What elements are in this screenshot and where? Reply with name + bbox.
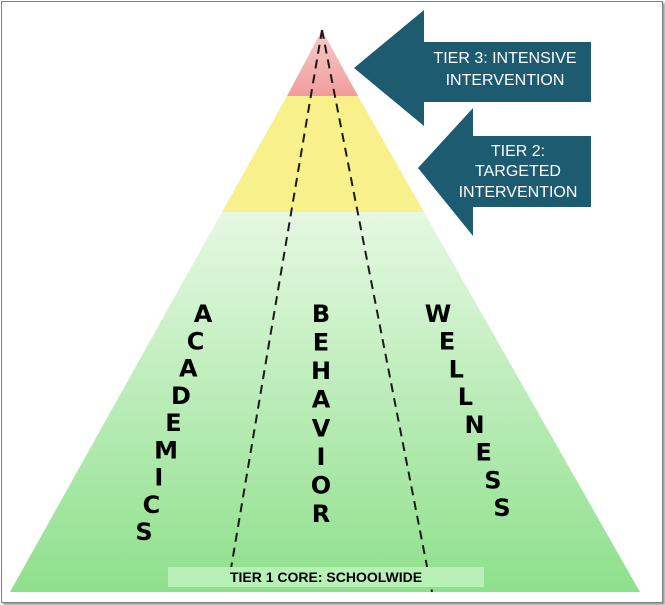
col-right-letter: L <box>458 383 473 411</box>
col-right-letter: E <box>439 328 455 356</box>
tier2-arrow-line3: INTERVENTION <box>459 184 578 201</box>
tier1-core-band <box>168 567 484 587</box>
divider-line-right <box>321 29 433 593</box>
col-middle-letter: A <box>312 386 331 414</box>
tier2-arrow-line1: TIER 2: <box>491 143 545 160</box>
tier2-band <box>222 96 424 212</box>
tier3-arrow: TIER 3: INTENSIVE INTERVENTION <box>354 10 591 126</box>
col-right-letter: E <box>475 439 491 467</box>
col-left-letter: A <box>179 355 198 383</box>
tier3-arrow-line2: INTERVENTION <box>446 72 565 89</box>
col-right-letter: L <box>449 355 464 383</box>
col-left-letter: S <box>135 518 152 546</box>
tier1-band <box>10 212 640 592</box>
col-middle-letter: V <box>312 414 331 442</box>
tier3-arrow-line1: TIER 3: INTENSIVE <box>433 50 576 67</box>
col-left-letter: I <box>154 464 163 492</box>
col-middle-letter: I <box>317 443 326 471</box>
divider-line-left <box>226 29 323 593</box>
col-left-letter: A <box>194 300 213 328</box>
tier2-arrow: TIER 2: TARGETED INTERVENTION <box>418 108 591 236</box>
col-middle-letter: R <box>312 500 330 528</box>
col-middle-letter: O <box>311 471 331 499</box>
col-left-letter: E <box>165 409 181 437</box>
tier1-core-label: TIER 1 CORE: SCHOOLWIDE <box>230 569 422 585</box>
col-right-letter: W <box>425 300 451 328</box>
col-right-letter: S <box>484 466 501 494</box>
col-middle-letter: E <box>313 329 329 357</box>
tier3-band <box>287 30 358 96</box>
col-left-letter: M <box>154 436 178 464</box>
col-left-letter: C <box>187 327 205 355</box>
col-right-letter: N <box>465 411 485 439</box>
col-left-letter: C <box>143 491 161 519</box>
col-right-letter: S <box>493 494 510 522</box>
col-left-letter: D <box>171 382 191 410</box>
col-middle-letter: H <box>311 357 331 385</box>
col-middle-letter: B <box>312 300 330 328</box>
tier2-arrow-line2: TARGETED <box>475 163 561 180</box>
